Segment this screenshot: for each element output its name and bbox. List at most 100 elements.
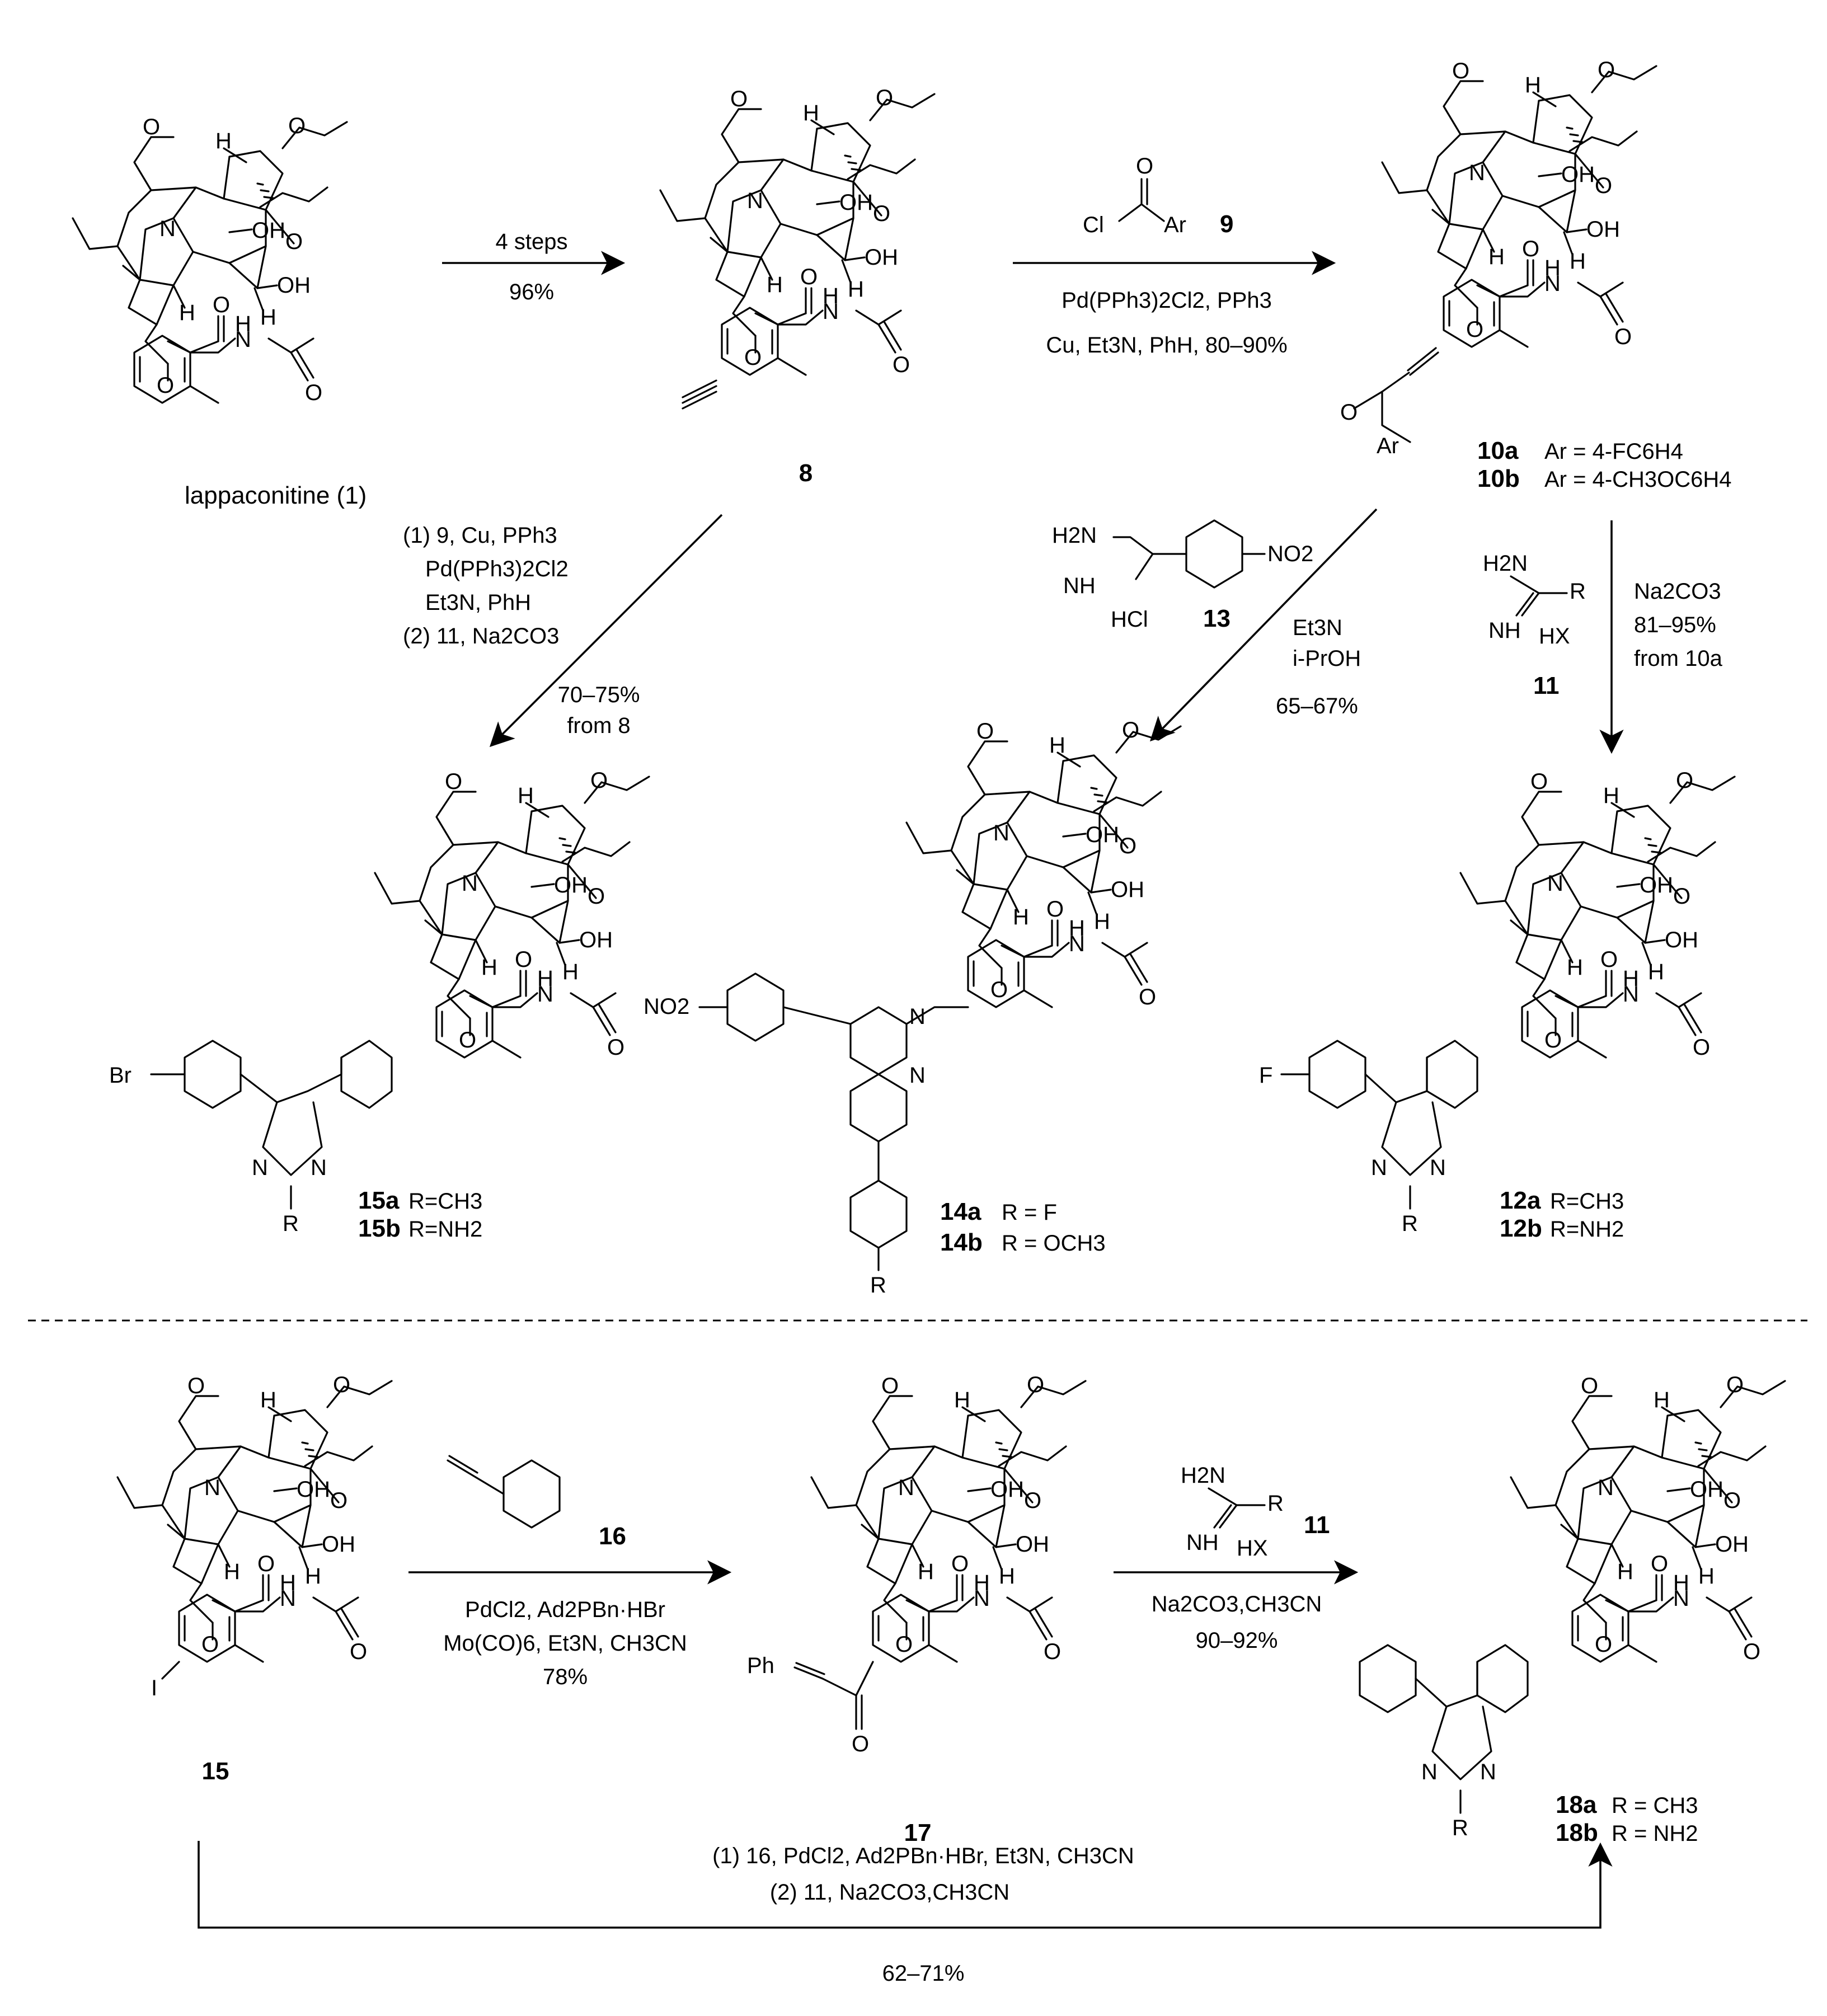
r-label: R bbox=[283, 1211, 299, 1236]
yield-text: 81–95% bbox=[1634, 613, 1716, 637]
variant-text: R=CH3 bbox=[408, 1189, 482, 1214]
r-label: R bbox=[1570, 579, 1586, 604]
yield-text: 78% bbox=[543, 1665, 588, 1689]
reagent-text: Mo(CO)6, Et3N, CH3CN bbox=[443, 1631, 687, 1656]
compound-label: 17 bbox=[904, 1819, 932, 1846]
n-label: N bbox=[909, 1004, 926, 1029]
variant-text: R = NH2 bbox=[1612, 1821, 1698, 1846]
compound-14: NO2 N N R 14a R = F 14b R = OCH3 bbox=[644, 717, 1182, 1298]
o-label: O bbox=[1340, 400, 1358, 425]
compound-lappaconitine: lappaconitine (1) bbox=[72, 112, 367, 509]
r-label: R bbox=[1452, 1816, 1468, 1840]
f-label: F bbox=[1259, 1063, 1272, 1088]
compound-18: N N R 18a R = CH3 18b R = NH2 bbox=[1359, 1371, 1786, 1846]
reagent-number: 11 bbox=[1533, 672, 1560, 699]
reagent-text: i-PrOH bbox=[1293, 646, 1361, 671]
ar-label: Ar bbox=[1377, 434, 1399, 458]
cl-label: Cl bbox=[1083, 213, 1104, 237]
reagent-text: Na2CO3 bbox=[1634, 579, 1721, 604]
variant-num: 18a bbox=[1556, 1791, 1597, 1818]
compound-8: 8 bbox=[659, 84, 936, 487]
compound-17: Ph O 17 bbox=[747, 1371, 1087, 1846]
variant-num: 12b bbox=[1500, 1215, 1542, 1242]
reagent-text: 4 steps bbox=[496, 229, 568, 254]
reagent-text: Pd(PPh3)2Cl2 bbox=[425, 557, 569, 581]
salt-text: HX bbox=[1237, 1536, 1268, 1561]
compound-label: lappaconitine (1) bbox=[185, 482, 367, 509]
br-label: Br bbox=[109, 1063, 131, 1088]
nh-label: NH bbox=[1063, 574, 1096, 598]
n-label: N bbox=[1371, 1155, 1387, 1180]
n-label: N bbox=[252, 1155, 268, 1180]
variant-text: R=NH2 bbox=[1550, 1217, 1624, 1242]
variant-text: R = OCH3 bbox=[1002, 1231, 1106, 1256]
reagent-number: 16 bbox=[599, 1522, 626, 1550]
compound-label: 8 bbox=[799, 459, 812, 487]
n-label: N bbox=[1480, 1760, 1496, 1784]
h2n-label: H2N bbox=[1181, 1463, 1225, 1488]
variant-text: R = F bbox=[1002, 1200, 1057, 1225]
reagent-number: 13 bbox=[1203, 605, 1230, 632]
nh-label: NH bbox=[1186, 1530, 1219, 1555]
reagent-text: Et3N bbox=[1293, 615, 1342, 640]
i-label: I bbox=[151, 1676, 157, 1700]
no2-label: NO2 bbox=[644, 994, 689, 1019]
compound-15: I 15 bbox=[116, 1371, 393, 1785]
arrow-step3: (1) 9, Cu, PPh3 Pd(PPh3)2Cl2 Et3N, PhH (… bbox=[403, 514, 723, 748]
arrow-step8: (1) 16, PdCl2, Ad2PBn·HBr, Et3N, CH3CN (… bbox=[198, 1841, 1613, 1986]
arrow-step4: H2N NH NO2 HCl 13 Et3N i-PrOH 65–67% bbox=[1052, 508, 1378, 742]
o-label: O bbox=[852, 1732, 869, 1756]
variant-text: R = CH3 bbox=[1612, 1793, 1698, 1818]
h2n-label: H2N bbox=[1052, 523, 1097, 548]
n-label: N bbox=[1421, 1760, 1438, 1784]
from-text: from 10a bbox=[1634, 646, 1723, 671]
arrow-step1: 4 steps 96% bbox=[442, 229, 626, 304]
arrow-step6: 16 PdCl2, Ad2PBn·HBr Mo(CO)6, Et3N, CH3C… bbox=[408, 1455, 732, 1689]
r-label: R bbox=[1402, 1211, 1418, 1236]
reagent-text: PdCl2, Ad2PBn·HBr bbox=[465, 1597, 665, 1622]
reagent-number: 11 bbox=[1304, 1511, 1330, 1539]
reagent-text: (1) 16, PdCl2, Ad2PBn·HBr, Et3N, CH3CN bbox=[712, 1844, 1134, 1868]
reagent-text: Na2CO3,CH3CN bbox=[1152, 1592, 1322, 1616]
compound-label: 15 bbox=[202, 1757, 229, 1785]
yield-text: 62–71% bbox=[882, 1961, 965, 1986]
variant-num: 15b bbox=[358, 1215, 401, 1242]
n-label: N bbox=[1430, 1155, 1446, 1180]
variant-num: 10b bbox=[1477, 465, 1520, 492]
variant-num: 14b bbox=[940, 1229, 983, 1256]
n-label: N bbox=[909, 1063, 926, 1088]
variant-text: Ar = 4-CH3OC6H4 bbox=[1544, 467, 1732, 492]
reagent-number: 9 bbox=[1220, 210, 1233, 238]
variant-text: R=NH2 bbox=[408, 1217, 482, 1242]
arrow-step5: H2N R NH HX 11 Na2CO3 81–95% from 10a bbox=[1483, 520, 1723, 754]
ph-label: Ph bbox=[747, 1653, 774, 1678]
r-label: R bbox=[1267, 1491, 1284, 1516]
variant-num: 10a bbox=[1477, 437, 1519, 464]
variant-text: Ar = 4-FC6H4 bbox=[1544, 439, 1683, 464]
variant-text: R=CH3 bbox=[1550, 1189, 1624, 1214]
reagent-text: (1) 9, Cu, PPh3 bbox=[403, 523, 557, 548]
compound-12: F N N R 12a R=CH3 12b R=NH2 bbox=[1259, 767, 1736, 1242]
ar-label: Ar bbox=[1164, 213, 1186, 237]
compound-10: O Ar 10a Ar = 4-FC6H4 10b Ar = 4-CH3OC6H… bbox=[1340, 57, 1732, 492]
reagent-text: Et3N, PhH bbox=[425, 590, 531, 615]
yield-text: 90–92% bbox=[1196, 1628, 1278, 1653]
reagent-text: (2) 11, Na2CO3,CH3CN bbox=[770, 1880, 1009, 1905]
o-label: O bbox=[1136, 154, 1153, 178]
variant-num: 12a bbox=[1500, 1187, 1541, 1214]
from-text: from 8 bbox=[567, 713, 630, 738]
variant-num: 14a bbox=[940, 1198, 981, 1225]
compound-15a: Br N N R 15a R=CH3 15b R=NH2 bbox=[109, 767, 650, 1242]
h2n-label: H2N bbox=[1483, 551, 1528, 576]
yield-text: 96% bbox=[509, 280, 554, 304]
variant-num: 18b bbox=[1556, 1819, 1598, 1846]
salt-text: HX bbox=[1539, 624, 1570, 648]
nh-label: NH bbox=[1488, 618, 1521, 643]
n-label: N bbox=[311, 1155, 327, 1180]
variant-num: 15a bbox=[358, 1187, 400, 1214]
arrow-step7: H2N R NH HX 11 Na2CO3,CH3CN 90–92% bbox=[1114, 1463, 1359, 1653]
no2-label: NO2 bbox=[1267, 542, 1313, 566]
r-label: R bbox=[870, 1273, 886, 1298]
salt-text: HCl bbox=[1111, 607, 1148, 632]
